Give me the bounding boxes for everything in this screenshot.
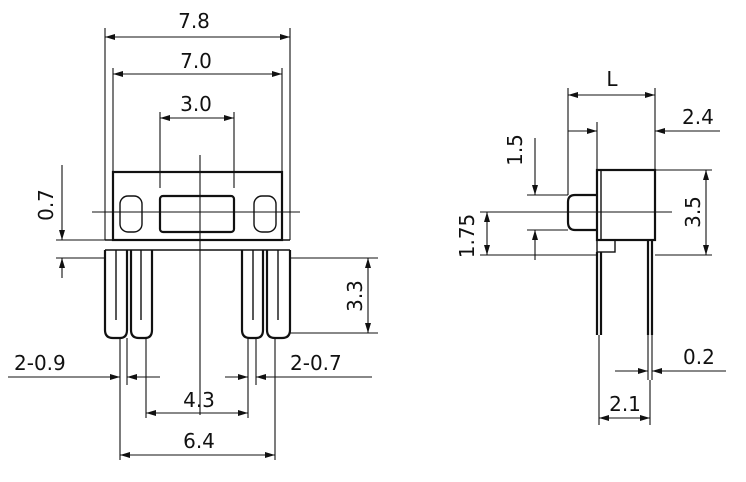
dimension-7-0: 7.0 — [113, 49, 282, 77]
front-pins — [103, 249, 292, 340]
dim-label-2-0-9: 2-0.9 — [14, 351, 66, 375]
dimension-L: L — [568, 67, 655, 98]
dim-label-0-2: 0.2 — [683, 345, 715, 369]
dim-label-2-0-7: 2-0.7 — [290, 351, 342, 375]
left-mount-hole — [119, 195, 143, 233]
dim-label-L: L — [606, 67, 618, 91]
dim-label-3-3: 3.3 — [343, 280, 367, 312]
dimension-3-3: 3.3 — [290, 257, 378, 334]
side-body — [595, 168, 657, 242]
dim-label-7-0: 7.0 — [180, 49, 212, 73]
dim-label-3-5: 3.5 — [681, 196, 705, 228]
dim-label-2-4: 2.4 — [682, 105, 714, 129]
dimension-7-8: 7.8 — [105, 9, 290, 40]
dim-label-7-8: 7.8 — [178, 9, 210, 33]
dim-label-4-3: 4.3 — [183, 388, 215, 412]
dimension-6-4: 6.4 — [120, 429, 275, 458]
dim-label-6-4: 6.4 — [183, 429, 215, 453]
dimension-2-1: 2.1 — [598, 335, 651, 425]
dim-label-1-5: 1.5 — [503, 134, 527, 166]
dimension-3-5: 3.5 — [655, 169, 712, 256]
actuator-slot — [158, 194, 236, 234]
dim-label-0-7: 0.7 — [34, 189, 58, 221]
switch-body — [105, 170, 290, 242]
dimension-0-2: 0.2 — [615, 335, 726, 380]
dimension-3-0: 3.0 — [160, 92, 234, 121]
dim-label-2-1: 2.1 — [609, 392, 641, 416]
dim-label-3-0: 3.0 — [180, 92, 212, 116]
front-view: 7.8 7.0 3.0 — [8, 9, 378, 460]
side-view: L 2.4 1. — [455, 67, 726, 425]
dimension-1-75: 1.75 — [455, 211, 597, 259]
side-base — [596, 239, 616, 253]
dimension-2-0-7: 2-0.7 — [225, 351, 372, 380]
dimension-4-3: 4.3 — [146, 388, 248, 416]
dimension-1-5: 1.5 — [503, 134, 568, 260]
dimension-2-4: 2.4 — [568, 105, 720, 170]
dim-label-1-75: 1.75 — [455, 214, 479, 259]
dimension-0-7: 0.7 — [34, 165, 105, 278]
right-mount-hole — [253, 195, 277, 233]
dimension-2-0-9: 2-0.9 — [8, 351, 160, 380]
